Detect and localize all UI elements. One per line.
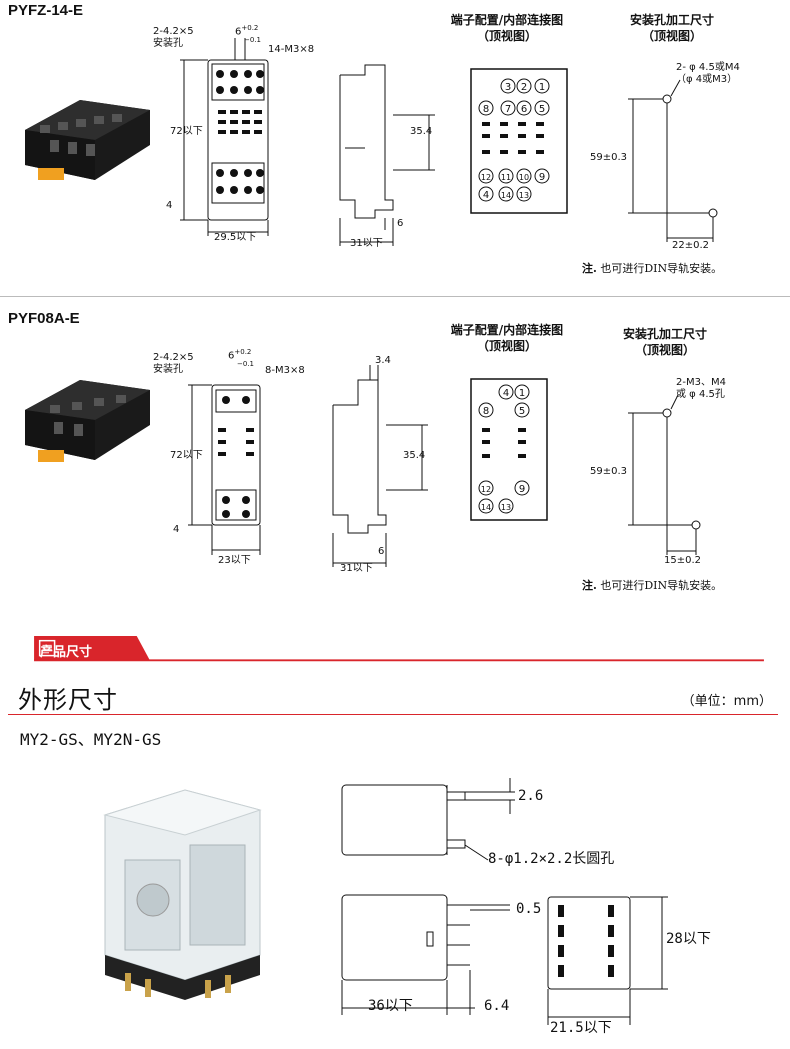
front-view-pyfz bbox=[180, 38, 269, 236]
dim-pin: 0.5 bbox=[516, 901, 542, 917]
height-label-pyf08a: 72以下 bbox=[170, 450, 203, 461]
mount-hole-pyfz-2: （φ 4或M3） bbox=[676, 74, 738, 85]
term-11: 11 bbox=[501, 173, 511, 182]
hole-label-pyfz-1: 2-4.2×5 bbox=[153, 26, 194, 37]
model-title-pyf08a: PYF08A-E bbox=[8, 310, 80, 327]
relay-top-view bbox=[341, 778, 515, 861]
divider-1 bbox=[0, 296, 790, 297]
screw-label-pyfz: 14-M3×8 bbox=[268, 44, 315, 55]
dim-height: 28以下 bbox=[666, 931, 711, 947]
hole-label: 8-φ1.2×2.2长圆孔 bbox=[488, 851, 615, 867]
model-title-pyfz: PYFZ-14-E bbox=[8, 2, 84, 19]
pitch-tol-minus-pyfz: −0.1 bbox=[244, 36, 261, 44]
document-icon bbox=[38, 639, 56, 657]
term-4: 4 bbox=[503, 388, 509, 399]
term-14: 14 bbox=[481, 503, 491, 512]
side-top-pyf08a: 3.4 bbox=[375, 355, 391, 366]
term-12: 12 bbox=[481, 173, 491, 182]
mount-h-pyfz: 22±0.2 bbox=[672, 240, 710, 251]
term-8: 8 bbox=[483, 406, 489, 417]
side-dim-pyf08a: 35.4 bbox=[403, 450, 426, 461]
offset-label-pyf08a: 4 bbox=[173, 524, 180, 535]
term-13: 13 bbox=[519, 191, 529, 200]
width-label-pyfz: 29.5以下 bbox=[214, 232, 257, 243]
term-7: 7 bbox=[505, 104, 511, 115]
side-depth-pyf08a: 31以下 bbox=[340, 563, 373, 574]
banner-label: 产品尺寸 bbox=[40, 645, 93, 660]
term-6: 6 bbox=[521, 104, 527, 115]
mount-v-pyfz: 59±0.3 bbox=[590, 152, 628, 163]
socket-photo-pyf08a bbox=[25, 380, 150, 462]
socket-photo-pyfz bbox=[25, 100, 150, 180]
terminal-diagram-pyfz: 3 2 1 8 7 6 5 12 11 10 9 4 14 13 bbox=[470, 68, 568, 214]
dim-top: 2.6 bbox=[518, 788, 544, 804]
relay-bottom-view bbox=[547, 896, 668, 1025]
pitch-label-pyfz: 6+0.2 bbox=[235, 24, 259, 38]
height-label-pyfz: 72以下 bbox=[170, 126, 203, 137]
term-8: 8 bbox=[483, 104, 489, 115]
mount-diagram-pyf08a bbox=[628, 394, 701, 555]
pitch-tol-minus-pyf08a: −0.1 bbox=[237, 360, 254, 368]
term-10: 10 bbox=[519, 173, 529, 182]
side-foot-pyf08a: 6 bbox=[378, 546, 385, 557]
mount-title-pyf08a: 安装孔加工尺寸 （顶视图） bbox=[622, 327, 707, 357]
note-pyfz: 注. 也可进行DIN导轨安装。 bbox=[582, 262, 723, 275]
dim-pin-len: 6.4 bbox=[484, 998, 510, 1014]
mount-v-pyf08a: 59±0.3 bbox=[590, 466, 628, 477]
front-view-pyf08a bbox=[188, 384, 261, 555]
mount-hole-pyfz-1: 2- φ 4.5或M4 bbox=[676, 62, 740, 73]
hole-label-pyf08a-1: 2-4.2×5 bbox=[153, 352, 194, 363]
term-2: 2 bbox=[521, 82, 527, 93]
mount-h-pyf08a: 15±0.2 bbox=[664, 555, 702, 566]
relay-model: MY2-GS、MY2N-GS bbox=[20, 730, 162, 749]
hole-label-pyf08a-2: 安装孔 bbox=[153, 364, 183, 375]
heading-underline bbox=[8, 714, 778, 715]
term-5: 5 bbox=[519, 406, 525, 417]
term-5: 5 bbox=[539, 104, 545, 115]
mount-diagram-pyfz bbox=[628, 79, 718, 242]
dimensions-heading: 外形尺寸 bbox=[18, 686, 118, 714]
side-view-pyf08a bbox=[332, 365, 428, 567]
side-foot-pyfz: 6 bbox=[397, 218, 404, 229]
width-label-pyf08a: 23以下 bbox=[218, 555, 251, 566]
dim-length: 36以下 bbox=[368, 998, 413, 1014]
term-13: 13 bbox=[501, 503, 511, 512]
unit-label: （单位：mm） bbox=[681, 694, 772, 709]
mount-hole-pyf08a-2: 或 φ 4.5孔 bbox=[676, 389, 725, 400]
term-1: 1 bbox=[519, 388, 525, 399]
terminal-title-pyfz: 端子配置/内部连接图 （顶视图） bbox=[450, 13, 564, 43]
note-pyf08a: 注. 也可进行DIN导轨安装。 bbox=[582, 579, 723, 592]
mount-title-pyfz: 安装孔加工尺寸 （顶视图） bbox=[629, 13, 714, 43]
side-dim-pyfz: 35.4 bbox=[410, 126, 433, 137]
offset-label-pyfz: 4 bbox=[166, 200, 173, 211]
relay-side-view bbox=[341, 894, 510, 1015]
pitch-label-pyf08a: 6+0.2 bbox=[228, 348, 252, 362]
dim-width: 21.5以下 bbox=[550, 1020, 612, 1036]
term-1: 1 bbox=[539, 82, 545, 93]
hole-label-pyfz-2: 安装孔 bbox=[153, 38, 183, 49]
term-3: 3 bbox=[505, 82, 511, 93]
section-banner bbox=[34, 636, 764, 662]
term-4: 4 bbox=[483, 190, 489, 201]
mount-hole-pyf08a-1: 2-M3、M4 bbox=[676, 377, 726, 388]
term-14: 14 bbox=[501, 191, 511, 200]
term-9: 9 bbox=[519, 484, 525, 495]
term-9: 9 bbox=[539, 172, 545, 183]
terminal-title-pyf08a: 端子配置/内部连接图 （顶视图） bbox=[450, 323, 564, 353]
screw-label-pyf08a: 8-M3×8 bbox=[265, 365, 305, 376]
side-depth-pyfz: 31以下 bbox=[350, 238, 383, 249]
term-12: 12 bbox=[481, 485, 491, 494]
side-view-pyfz bbox=[339, 64, 435, 246]
terminal-diagram-pyf08a: 4 1 8 5 12 9 14 13 bbox=[470, 378, 548, 521]
relay-photo bbox=[103, 789, 262, 1000]
